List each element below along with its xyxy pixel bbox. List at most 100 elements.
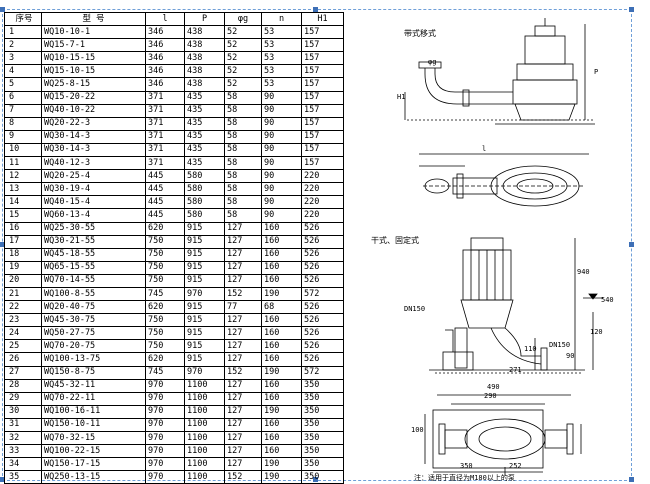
table-cell: 160 [261,234,302,249]
table-cell: 58 [224,142,262,158]
table-cell: 350 [301,444,344,459]
dim-phi-label: φg [428,58,437,66]
table-cell: 526 [301,300,344,315]
table-cell: WQ20-22-3 [41,116,146,131]
dim-940-label: 940 [577,268,590,276]
table-cell: WQ150-10-11 [41,417,146,433]
dim-90-label: 90 [566,352,575,360]
table-cell: 346 [145,25,185,40]
table-cell: 20 [4,273,42,288]
outlet-dn-right: DN150 [549,341,571,349]
table-cell: 915 [184,234,225,249]
table-cell: 23 [4,313,42,328]
table-cell: 190 [261,404,302,419]
table-cell: 526 [301,260,344,275]
table-cell: 22 [4,300,42,315]
table-cell: 127 [224,352,262,367]
table-cell: 371 [145,103,185,118]
table-cell: 160 [261,444,302,459]
table-cell: 58 [224,169,262,184]
table-cell: 580 [184,195,225,210]
table-cell: 127 [224,404,262,419]
resize-handle-tm[interactable] [313,7,318,12]
table-cell: WQ45-32-11 [41,378,146,393]
fixed-pump-elevation [429,237,603,374]
table-cell: 4 [4,64,42,79]
header-l: l [145,11,185,27]
resize-handle-mr[interactable] [629,242,634,247]
table-cell: WQ45-30-75 [41,313,146,328]
resize-handle-bl[interactable] [0,477,5,482]
table-cell: 152 [224,286,262,302]
resize-handle-tr[interactable] [629,7,634,12]
table-cell: 580 [184,182,225,197]
table-cell: 915 [184,260,225,275]
portable-title: 带式移式 [404,29,436,38]
table-cell: 346 [145,38,185,53]
table-cell: 371 [145,90,185,105]
table-cell: 90 [261,90,302,105]
resize-handle-ml[interactable] [0,242,5,247]
dim-540-label: 540 [601,296,614,304]
table-cell: 127 [224,313,262,328]
table-cell: 52 [224,64,262,79]
table-cell: 350 [301,378,344,393]
resize-handle-br[interactable] [629,477,634,482]
table-cell: WQ25-8-15 [41,77,146,92]
dim-110-label: 110 [524,345,537,353]
table-cell: WQ100-13-75 [41,352,146,367]
table-cell: 12 [4,169,42,184]
table-cell: 350 [301,457,344,472]
table-cell: 371 [145,142,185,158]
table-cell: 58 [224,103,262,118]
table-cell: 157 [301,116,344,131]
table-cell: 77 [224,300,262,315]
table-header-row: 序号 型 号 l P φg n H1 [4,11,344,27]
table-cell: WQ50-27-75 [41,326,146,341]
dim-350-label: 350 [460,462,473,470]
table-cell: WQ70-22-11 [41,391,146,406]
table-cell: 58 [224,129,262,144]
table-cell: 11 [4,156,42,171]
table-cell: 970 [145,457,185,472]
table-cell: 438 [184,64,225,79]
table-cell: 1100 [184,378,225,393]
table-cell: 346 [145,64,185,79]
table-cell: WQ45-18-55 [41,247,146,262]
table-cell: 31 [4,417,42,433]
table-cell: 157 [301,77,344,92]
table-cell: 160 [261,352,302,367]
dim-490-label: 490 [487,383,500,391]
table-cell: WQ70-32-15 [41,430,146,446]
header-model: 型 号 [41,11,146,27]
table-cell: 127 [224,391,262,406]
table-cell: 350 [301,417,344,433]
table-cell: 915 [184,326,225,341]
table-cell: 435 [184,142,225,158]
dim-120-label: 120 [590,328,603,336]
table-cell: 445 [145,182,185,197]
table-cell: 25 [4,339,42,354]
table-cell: 5 [4,77,42,92]
table-cell: 160 [261,391,302,406]
table-cell: 750 [145,326,185,341]
table-cell: 160 [261,378,302,393]
fixed-pump-plan [424,394,582,476]
table-cell: 68 [261,300,302,315]
table-cell: 220 [301,208,344,223]
table-cell: WQ30-14-3 [41,142,146,158]
table-cell: 127 [224,247,262,262]
table-cell: 34 [4,457,42,472]
table-cell: 745 [145,286,185,302]
table-cell: 1100 [184,457,225,472]
table-cell: WQ30-14-3 [41,129,146,144]
table-cell: 127 [224,339,262,354]
resize-handle-tl[interactable] [0,7,5,12]
